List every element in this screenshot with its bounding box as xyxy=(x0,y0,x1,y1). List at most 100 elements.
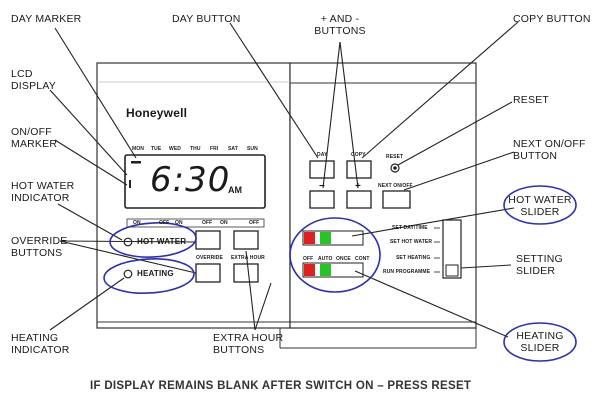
day-button-label: DAY xyxy=(317,152,328,158)
heating-slider-highlight xyxy=(503,322,577,362)
extra-hour-button-heating xyxy=(233,263,259,283)
mode-label-off: OFF xyxy=(303,256,314,262)
callout-heating-slider-line2: SLIDER xyxy=(520,342,560,354)
callout-lcd-display-line2: DISPLAY xyxy=(11,80,56,92)
callout-onoff-marker-line2: MARKER xyxy=(11,138,58,150)
mode-sliders-highlight xyxy=(289,217,381,293)
callout-next-onoff-line2: BUTTON xyxy=(513,150,558,162)
callout-day-button: DAY BUTTON xyxy=(172,13,241,25)
next-onoff-button xyxy=(382,190,411,209)
heating-slider-off-zone xyxy=(304,264,315,276)
setting-label-day-time: SET DAY/TIME xyxy=(392,225,428,231)
callout-heating-slider-line1: HEATING xyxy=(516,330,564,342)
callout-onoff-marker: ON/OFF MARKER xyxy=(11,126,57,150)
callout-next-onoff-line1: NEXT ON/OFF xyxy=(513,138,586,150)
plus-button xyxy=(346,190,372,209)
callout-onoff-marker-line1: ON/OFF xyxy=(11,126,52,138)
callout-reset: RESET xyxy=(513,94,550,106)
hot-water-label: HOT WATER xyxy=(137,237,187,246)
callout-next-onoff-button: NEXT ON/OFF BUTTON xyxy=(513,138,586,162)
callout-hot-water-slider-line2: SLIDER xyxy=(520,206,560,218)
heating-highlight xyxy=(103,258,195,294)
setting-slider-track xyxy=(442,219,462,279)
override-label: OVERRIDE xyxy=(196,255,223,261)
callout-hot-water-indicator-line2: INDICATOR xyxy=(11,192,70,204)
override-button-heating xyxy=(195,263,221,283)
footer-note: IF DISPLAY REMAINS BLANK AFTER SWITCH ON… xyxy=(90,380,472,392)
callout-day-marker: DAY MARKER xyxy=(11,13,82,25)
callout-copy-button: COPY BUTTON xyxy=(513,13,591,25)
mode-label-auto: AUTO xyxy=(318,256,333,262)
callout-setting-slider: SETTING SLIDER xyxy=(516,253,563,277)
extra-hour-label: EXTRA HOUR xyxy=(231,255,265,261)
callout-lcd-display-line1: LCD xyxy=(11,68,33,80)
brand-logo: Honeywell xyxy=(126,106,188,120)
extra-hour-button-hot-water xyxy=(233,230,259,250)
hot-water-slider-off-zone xyxy=(304,232,315,244)
reset-button-label: RESET xyxy=(386,154,404,160)
onoff-label-1: ON xyxy=(133,220,141,226)
heating-slider-knob xyxy=(320,264,331,276)
callout-hot-water-slider: HOT WATER SLIDER xyxy=(508,194,572,218)
lcd-ampm: AM xyxy=(228,185,242,195)
minus-button xyxy=(309,190,335,209)
day-label-sat: SAT xyxy=(228,146,238,152)
callout-heating-slider: HEATING SLIDER xyxy=(508,330,572,354)
plus-button-label: + xyxy=(355,181,361,192)
callout-extra-hour-line1: EXTRA HOUR xyxy=(213,332,284,344)
copy-button-label: COPY xyxy=(351,152,366,158)
callout-override-buttons-line1: OVERRIDE xyxy=(11,235,68,247)
leader-lines xyxy=(49,21,519,338)
callout-extra-hour-line2: BUTTONS xyxy=(213,344,265,356)
day-button xyxy=(309,160,335,179)
callout-setting-slider-line2: SLIDER xyxy=(516,265,556,277)
hot-water-highlight xyxy=(109,222,197,258)
lcd-time: 6:30 xyxy=(150,160,231,200)
setting-label-run-programme: RUN PROGRAMME xyxy=(383,269,431,275)
day-label-fri: FRI xyxy=(210,146,219,152)
callout-hot-water-indicator-line1: HOT WATER xyxy=(11,180,75,192)
hot-water-slider-track xyxy=(302,230,364,246)
heating-led xyxy=(123,269,133,279)
heating-slider-track xyxy=(302,262,364,278)
hot-water-slider-highlight xyxy=(503,185,577,225)
onoff-label-3: ON xyxy=(175,220,183,226)
day-label-mon: MON xyxy=(132,146,144,152)
next-onoff-button-label: NEXT ON/OFF xyxy=(378,183,413,189)
onoff-label-5: ON xyxy=(220,220,228,226)
callout-lcd-display: LCD DISPLAY xyxy=(11,68,56,92)
heating-label: HEATING xyxy=(137,269,174,278)
day-label-thu: THU xyxy=(190,146,201,152)
callout-plus-minus-line2: BUTTONS xyxy=(314,25,366,37)
callout-override-buttons: OVERRIDE BUTTONS xyxy=(11,235,67,259)
callout-plus-minus-line1: + AND - xyxy=(320,13,360,25)
callout-override-buttons-line2: BUTTONS xyxy=(11,247,63,259)
onoff-marker-bar xyxy=(129,180,131,188)
setting-label-hot-water: SET HOT WATER xyxy=(390,239,433,245)
onoff-label-2: OFF xyxy=(159,220,170,226)
setting-slider-knob xyxy=(445,264,459,277)
onoff-label-4: OFF xyxy=(202,220,213,226)
setting-label-heating: SET HEATING xyxy=(396,255,431,261)
day-label-sun: SUN xyxy=(247,146,258,152)
minus-button-label: − xyxy=(319,181,325,192)
day-label-wed: WED xyxy=(169,146,181,152)
callout-plus-minus-buttons: + AND - BUTTONS xyxy=(308,13,372,37)
callout-heating-indicator-line2: INDICATOR xyxy=(11,344,70,356)
hot-water-slider-knob xyxy=(320,232,331,244)
onoff-label-6: OFF xyxy=(249,220,260,226)
highlight-ellipses xyxy=(103,185,577,362)
day-marker-bar xyxy=(131,161,141,164)
copy-button xyxy=(346,160,372,179)
callout-setting-slider-line1: SETTING xyxy=(516,253,563,265)
callout-hot-water-indicator: HOT WATER INDICATOR xyxy=(11,180,74,204)
lcd-frame xyxy=(124,154,266,209)
override-button-hot-water xyxy=(195,230,221,250)
callout-hot-water-slider-line1: HOT WATER xyxy=(508,194,572,206)
day-label-tue: TUE xyxy=(151,146,162,152)
mode-label-cont: CONT xyxy=(355,256,370,262)
callout-heating-indicator: HEATING INDICATOR xyxy=(11,332,70,356)
callout-heating-indicator-line1: HEATING xyxy=(11,332,59,344)
